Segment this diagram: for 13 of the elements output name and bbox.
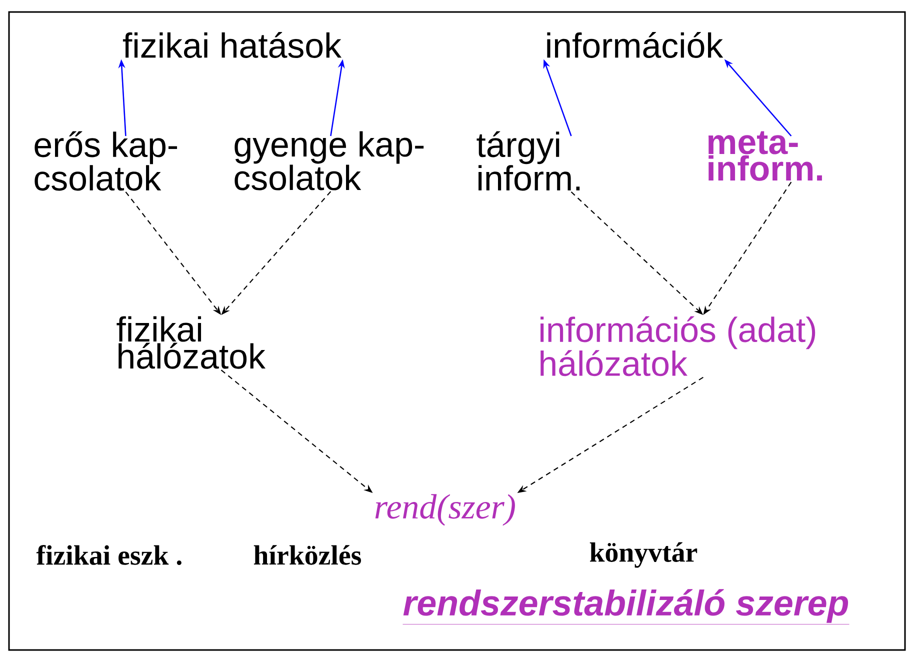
concept-label: erős kap- csolatok xyxy=(34,131,178,191)
category-label: hírközlés xyxy=(254,545,361,565)
concept-label: gyenge kap- csolatok xyxy=(234,131,424,190)
concept-label: információs (adat) hálózatok xyxy=(540,316,816,376)
concept-label: fizikai hatások xyxy=(122,32,342,58)
concept-label: fizikai hálózatok xyxy=(116,316,266,369)
category-label: fizikai eszk . xyxy=(36,544,182,565)
concept-label: meta- inform. xyxy=(708,131,822,181)
category-label: könyvtár xyxy=(590,542,698,568)
concept-label: tárgyi inform. xyxy=(476,131,580,191)
concept-label: rend(szer) xyxy=(375,494,515,526)
note-text: rendszerstabilizáló szerep xyxy=(402,589,850,624)
concept-label: információk xyxy=(547,32,724,58)
